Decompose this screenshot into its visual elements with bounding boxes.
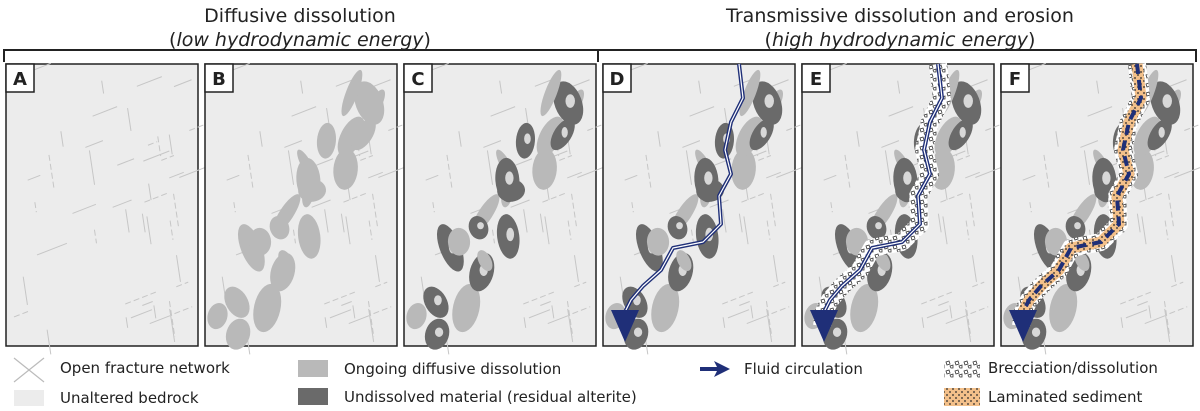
legend-fluid-arrow-icon — [700, 361, 730, 377]
legend-bedrock-swatch — [14, 390, 44, 406]
legend-brecciation-label: Brecciation/dissolution — [988, 359, 1158, 377]
fluid-path — [1019, 63, 1143, 327]
legend-undissolved-swatch — [298, 388, 328, 405]
fluid-path-highlight — [821, 63, 943, 327]
legend-brecciation-swatch — [944, 360, 980, 378]
dissolution-zones — [207, 69, 386, 350]
panel-b: B — [204, 62, 413, 355]
panel-label: C — [411, 69, 424, 90]
panel-f: F — [1000, 62, 1200, 355]
panel-d: D — [602, 62, 811, 355]
legend-laminated-swatch — [944, 388, 980, 406]
panel-c: C — [403, 62, 612, 355]
legend-undissolved-label: Undissolved material (residual alterite) — [344, 388, 637, 406]
panel-a: A — [5, 62, 214, 355]
panel-frame — [5, 63, 199, 347]
left-title-block: Diffusive dissolution (low hydrodynamic … — [40, 4, 560, 52]
panel-label: A — [13, 69, 27, 90]
panel-group: A B C D E F — [5, 62, 1200, 355]
legend-bedrock-label: Unaltered bedrock — [60, 389, 199, 407]
panel-label-box — [1000, 63, 1030, 93]
left-bracket — [3, 49, 599, 62]
fluid-arrow-head — [611, 310, 639, 342]
dissolution-zones — [605, 69, 784, 350]
legend-fluid-label: Fluid circulation — [744, 360, 863, 378]
fracture-network — [13, 62, 214, 355]
left-subtitle: (low hydrodynamic energy) — [169, 29, 431, 51]
left-title: Diffusive dissolution — [204, 5, 396, 27]
legend-ongoing-swatch — [298, 360, 328, 377]
legend-ongoing-label: Ongoing diffusive dissolution — [344, 360, 562, 378]
panel-label-box — [204, 63, 234, 93]
right-title-block: Transmissive dissolution and erosion (hi… — [620, 4, 1180, 52]
dissolution-zones — [406, 69, 585, 350]
legend-laminated-label: Laminated sediment — [988, 388, 1143, 406]
legend-fracture-label: Open fracture network — [60, 359, 230, 377]
panel-label-box — [602, 63, 632, 93]
right-bracket — [597, 49, 1197, 62]
panel-label: E — [810, 69, 822, 90]
panel-label-box — [403, 63, 433, 93]
panel-label: B — [212, 69, 226, 90]
fluid-path-highlight — [622, 63, 744, 327]
right-subtitle: (high hydrodynamic energy) — [764, 29, 1036, 51]
fluid-arrow-head — [1009, 310, 1037, 342]
panel-e: E — [801, 62, 1010, 355]
fluid-arrow-head — [810, 310, 838, 342]
panel-label-box — [5, 63, 35, 93]
legend-fracture-icon — [13, 357, 45, 383]
panel-label-box — [801, 63, 831, 93]
right-title: Transmissive dissolution and erosion — [726, 5, 1074, 27]
panel-label: D — [610, 69, 625, 90]
panel-label: F — [1009, 69, 1021, 90]
